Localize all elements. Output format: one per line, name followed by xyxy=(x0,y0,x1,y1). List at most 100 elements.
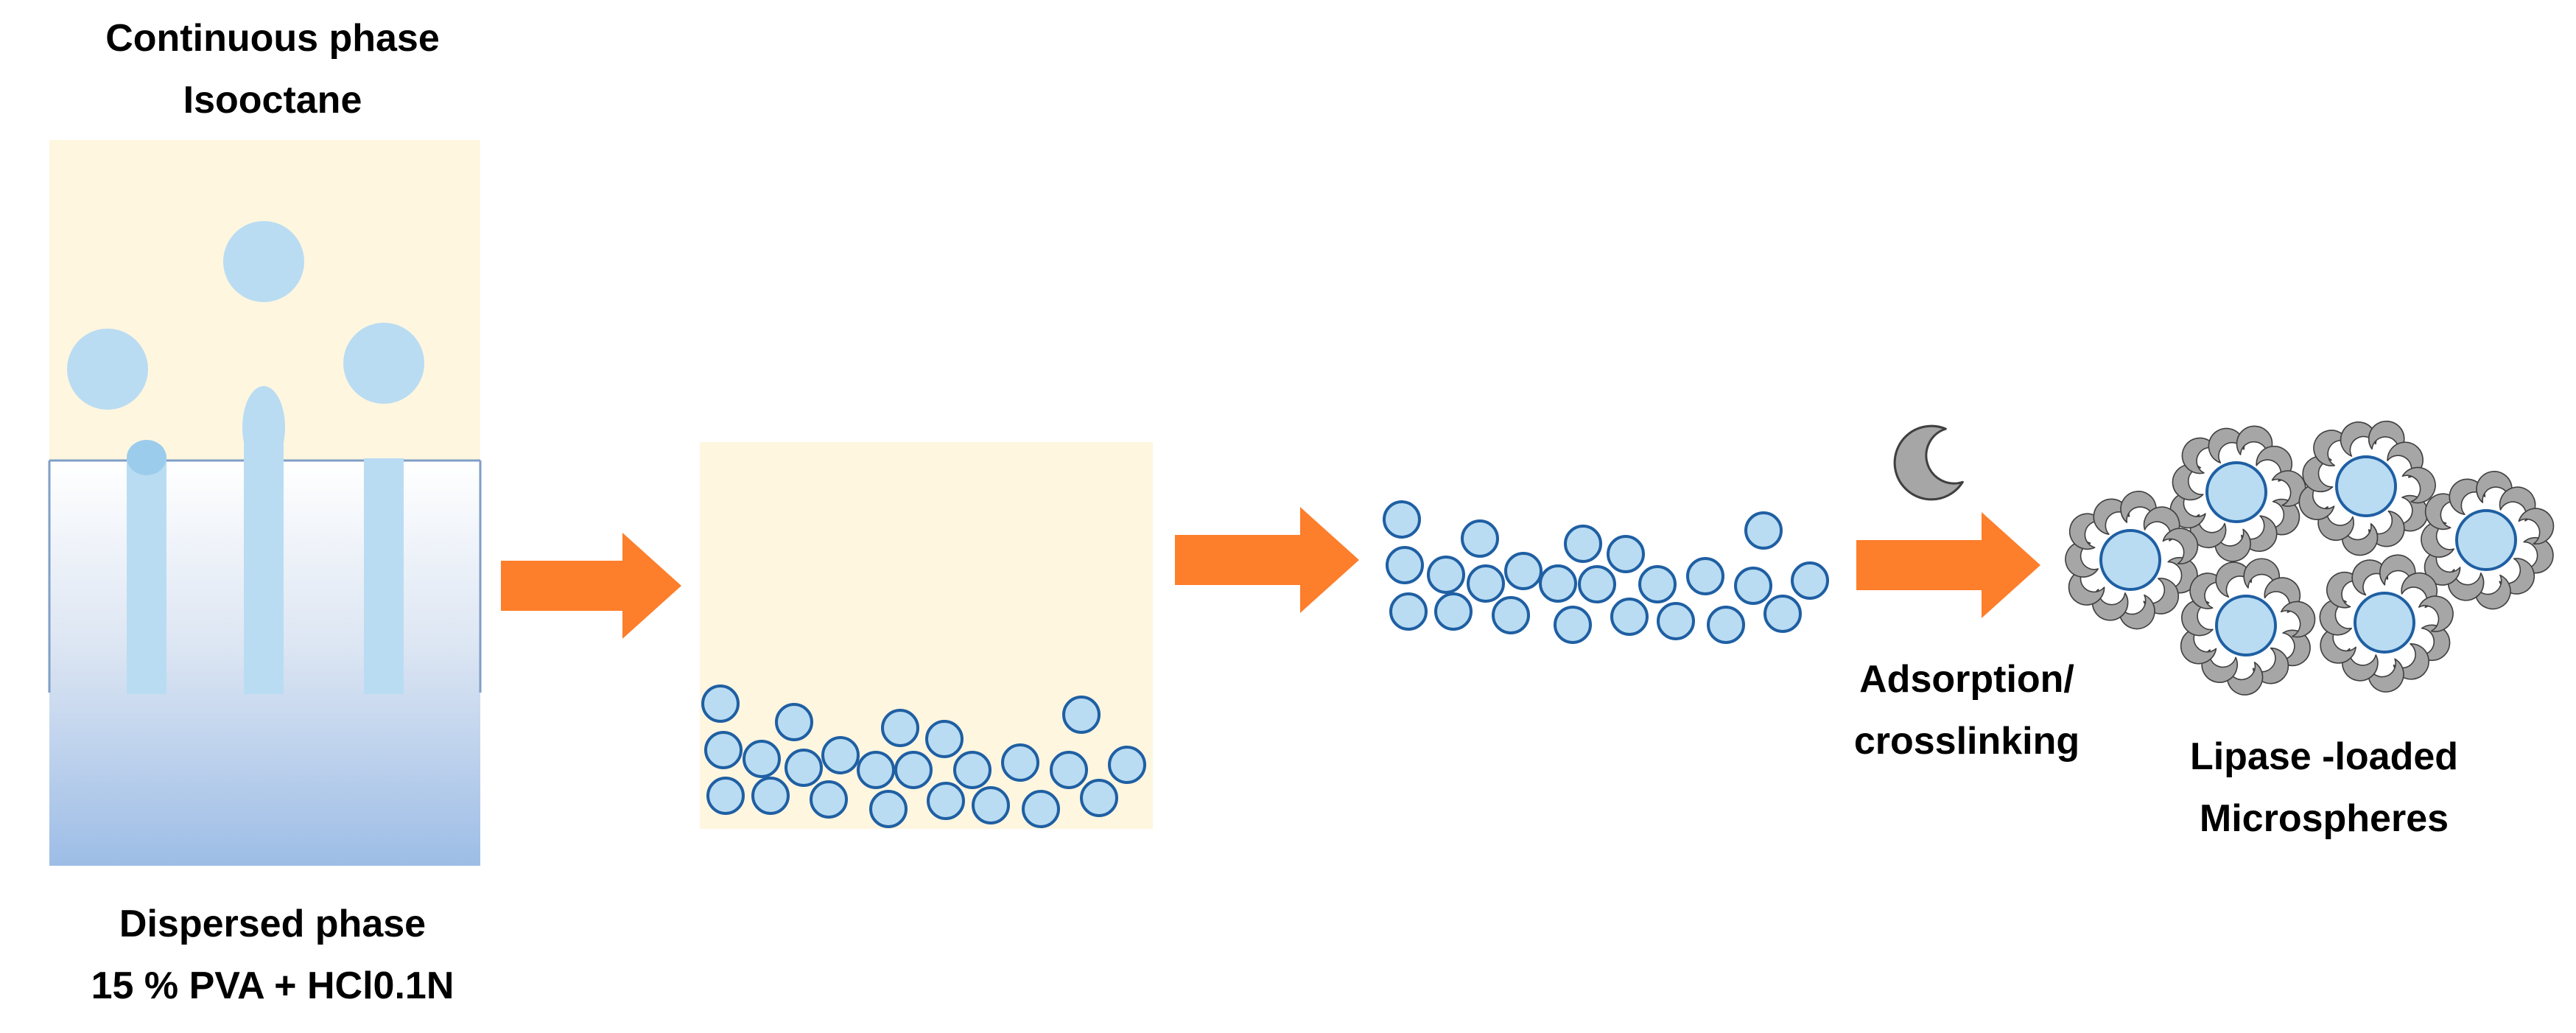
microsphere-cluster xyxy=(2169,425,2306,562)
droplet-emerging xyxy=(67,329,148,410)
lipase-enzyme-icon xyxy=(2395,494,2429,532)
droplet-icon xyxy=(1744,511,1783,550)
lipase-enzyme-icon xyxy=(2320,627,2356,664)
droplet-icon xyxy=(1564,525,1602,563)
lipase-enzyme-icon xyxy=(2243,558,2281,589)
lipase-enzyme-icon xyxy=(2342,648,2379,682)
lipase-enzyme-icon xyxy=(2474,574,2511,610)
lipase-enzyme-icon xyxy=(2119,594,2155,630)
droplet-icon xyxy=(775,703,813,741)
lipase-enzyme-icon xyxy=(2226,662,2264,696)
arrow-group xyxy=(501,507,2040,639)
capillary-right xyxy=(364,458,404,694)
lipase-enzyme-icon xyxy=(2351,559,2388,596)
lipase-enzyme-icon xyxy=(2368,658,2404,693)
lipase-enzyme-icon xyxy=(2326,571,2361,609)
microsphere-cluster xyxy=(2298,420,2436,556)
lipase-enzyme-icon xyxy=(2091,589,2129,621)
lipase-enzyme-icon xyxy=(2172,463,2204,501)
capillary-middle xyxy=(244,436,284,694)
droplet-icon xyxy=(743,740,781,778)
droplet-icon xyxy=(881,709,919,747)
lipase-enzyme-icon xyxy=(2319,598,2353,636)
microsphere-core xyxy=(2335,455,2397,517)
lipase-enzyme-icon xyxy=(2214,528,2251,562)
arrow-right-icon xyxy=(1856,512,2040,618)
lipase-enzyme-icon xyxy=(2189,572,2225,609)
lipase-enzyme-icon xyxy=(2401,466,2436,504)
droplet-icon xyxy=(1763,595,1802,633)
lipase-enzyme-icon xyxy=(2162,528,2199,565)
lipase-enzyme-icon xyxy=(2418,624,2451,662)
microsphere-core xyxy=(2354,592,2415,654)
lipase-enzyme-icon xyxy=(2215,561,2253,598)
microsphere-core xyxy=(2215,595,2277,656)
droplet-icon xyxy=(1108,746,1146,784)
droplet-icon xyxy=(1657,602,1695,640)
process-step-line1: Adsorption/ xyxy=(1859,658,2074,701)
droplet-icon xyxy=(972,786,1010,824)
lipase-enzyme-icon xyxy=(2302,455,2334,493)
microsphere-core xyxy=(2205,461,2267,523)
lipase-enzyme-icon xyxy=(2424,493,2459,530)
droplet-icon xyxy=(1554,606,1592,644)
droplet-emerging xyxy=(223,221,304,302)
microsphere-cluster xyxy=(2065,491,2199,630)
lipase-enzyme-icon xyxy=(2421,521,2455,558)
droplet-icon xyxy=(751,777,790,815)
droplet-icon xyxy=(785,749,823,787)
lipase-enzyme-icon xyxy=(2523,536,2554,574)
lipase-enzyme-icon xyxy=(2313,430,2349,466)
process-step-line2: crosslinking xyxy=(1853,720,2080,763)
droplet-icon xyxy=(1389,592,1428,631)
droplet-icon xyxy=(704,731,743,769)
droplet-icon xyxy=(1080,779,1118,817)
lipase-enzyme-icon xyxy=(1893,424,1964,501)
dispersed-phase-title: Dispersed phase xyxy=(119,903,427,945)
droplet-icon xyxy=(1050,751,1088,789)
droplet-icon xyxy=(1791,561,1829,600)
droplet-icon xyxy=(1467,564,1505,603)
droplet-icon xyxy=(1578,565,1616,603)
arrow-right-icon xyxy=(1175,507,1359,613)
lipase-enzyme-icon xyxy=(2447,569,2485,601)
droplet-icon xyxy=(821,736,860,774)
lipase-enzyme-icon xyxy=(2280,600,2316,638)
droplet-icon xyxy=(1427,556,1465,594)
microsphere-cluster xyxy=(2319,554,2454,693)
lipase-enzyme-icon xyxy=(2201,649,2238,683)
droplet-icon xyxy=(1383,500,1421,539)
capillary-left xyxy=(127,458,166,694)
droplet-icon xyxy=(810,780,848,819)
lipase-enzyme-icon xyxy=(2180,627,2217,665)
droplet-icon xyxy=(1610,598,1649,636)
result-line2: Microspheres xyxy=(2199,797,2449,840)
microsphere-clusters xyxy=(2065,420,2555,696)
droplet-icon xyxy=(1386,546,1424,584)
dispersed-phase-label: Dispersed phase 15 % PVA + HCl0.1N xyxy=(15,893,530,1017)
microsphere-cluster xyxy=(2421,471,2555,610)
lipase-enzyme-icon xyxy=(2169,491,2206,529)
lipase-enzyme-icon xyxy=(2181,437,2217,475)
lipase-enzyme-icon xyxy=(2120,491,2157,523)
dispersed-phase-composition: 15 % PVA + HCl0.1N xyxy=(91,964,455,1007)
droplet-icon xyxy=(1734,567,1772,605)
capillary-left-meniscus xyxy=(127,440,166,475)
droplet-icon xyxy=(894,751,933,789)
droplet-icon xyxy=(857,751,895,789)
lipase-enzyme-icon xyxy=(2518,508,2555,545)
process-step-label: Adsorption/ crosslinking xyxy=(1768,648,2166,772)
continuous-phase-title: Continuous phase xyxy=(105,17,440,60)
capillary-middle-droplet xyxy=(242,386,285,469)
droplet-icon xyxy=(1001,743,1039,782)
lipase-enzyme-icon xyxy=(2298,483,2335,520)
lipase-enzyme-icon xyxy=(2068,513,2103,550)
droplet-icon xyxy=(1638,565,1677,603)
microsphere-core xyxy=(2099,529,2161,591)
arrow-right-icon xyxy=(501,533,681,639)
droplet-icon xyxy=(1504,552,1543,590)
droplet-icon xyxy=(925,720,964,758)
lipase-enzyme-icon xyxy=(2424,549,2461,586)
droplet-icon xyxy=(953,751,992,789)
